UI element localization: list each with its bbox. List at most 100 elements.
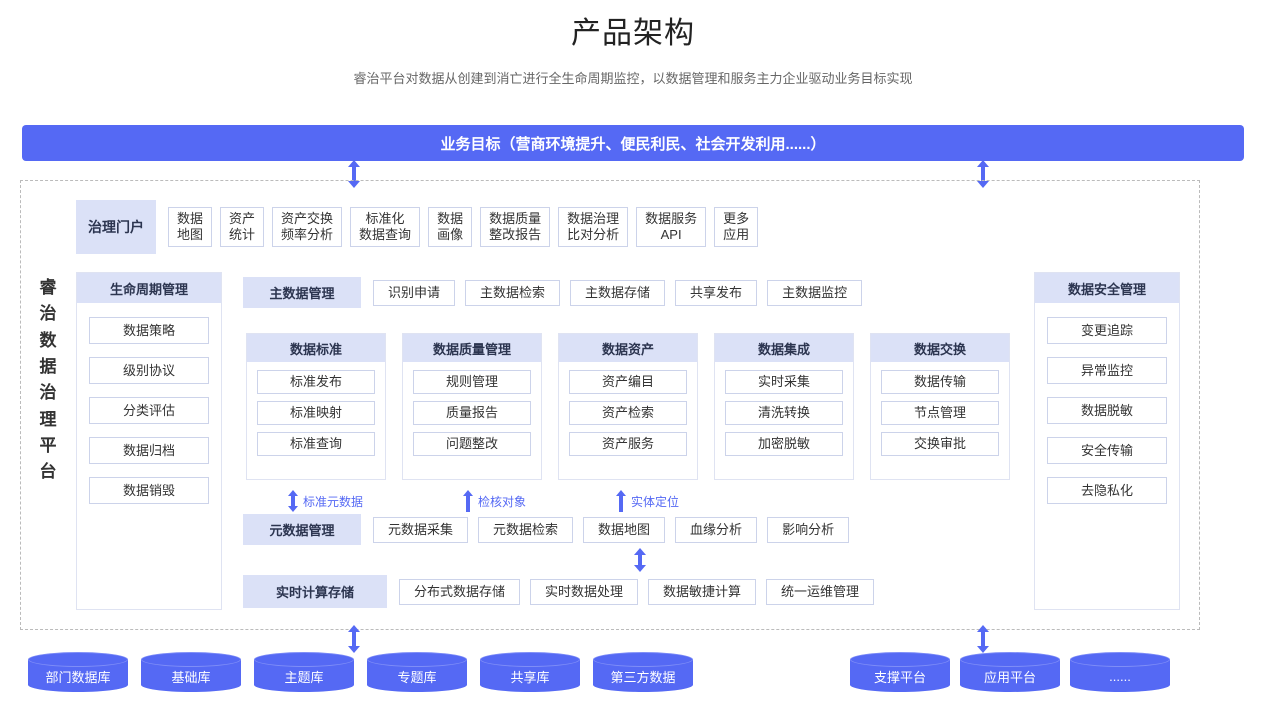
group-head-label: 数据质量管理: [403, 334, 541, 362]
metadata-item[interactable]: 血缘分析: [675, 516, 758, 543]
lifecycle-item[interactable]: 数据销毁: [89, 477, 209, 504]
lifecycle-item-list: 数据策略级别协议分类评估数据归档数据销毁: [77, 303, 221, 514]
security-item[interactable]: 去隐私化: [1047, 477, 1167, 504]
cylinder-top-ellipse: [28, 652, 128, 667]
lifecycle-item[interactable]: 级别协议: [89, 357, 209, 384]
master-data-item[interactable]: 识别申请: [373, 279, 456, 306]
lifecycle-item[interactable]: 数据策略: [89, 317, 209, 344]
connector-arrow-top-right: [977, 160, 989, 188]
flow-label-check-object: 检核对象: [463, 490, 526, 512]
group-item[interactable]: 节点管理: [881, 401, 999, 425]
group-item[interactable]: 标准查询: [257, 432, 375, 456]
security-head-label: 数据安全管理: [1035, 273, 1179, 303]
lifecycle-item[interactable]: 分类评估: [89, 397, 209, 424]
portal-item[interactable]: 数据 画像: [428, 207, 473, 247]
group-item[interactable]: 清洗转换: [725, 401, 843, 425]
database-cylinder[interactable]: 共享库: [480, 652, 580, 696]
portal-item[interactable]: 标准化 数据查询: [350, 207, 421, 247]
cylinder-label: 共享库: [510, 669, 550, 685]
group-item[interactable]: 资产服务: [569, 432, 687, 456]
group-card-data-standard: 数据标准 标准发布标准映射标准查询: [246, 333, 386, 480]
group-item[interactable]: 标准映射: [257, 401, 375, 425]
metadata-item[interactable]: 元数据检索: [478, 516, 574, 543]
group-item[interactable]: 实时采集: [725, 370, 843, 394]
lifecycle-management-column: 生命周期管理 数据策略级别协议分类评估数据归档数据销毁: [76, 272, 222, 610]
compute-item[interactable]: 数据敏捷计算: [648, 578, 757, 605]
cylinder-label: 应用平台: [983, 669, 1036, 685]
group-item[interactable]: 规则管理: [413, 370, 531, 394]
cylinder-top-ellipse: [480, 652, 580, 667]
portal-item[interactable]: 更多 应用: [714, 207, 759, 247]
master-data-item[interactable]: 主数据监控: [767, 279, 863, 306]
flow-arrow-up-icon: [463, 490, 473, 512]
group-item[interactable]: 资产检索: [569, 401, 687, 425]
group-item[interactable]: 加密脱敏: [725, 432, 843, 456]
group-item[interactable]: 问题整改: [413, 432, 531, 456]
cylinder-top-ellipse: [593, 652, 693, 667]
cylinder-label: 基础库: [171, 669, 211, 685]
platform-frame: [20, 180, 1200, 630]
portal-head-label: 治理门户: [76, 200, 156, 254]
page-subtitle: 睿治平台对数据从创建到消亡进行全生命周期监控，以数据管理和服务主力企业驱动业务目…: [353, 71, 913, 86]
cylinder-label: 专题库: [397, 669, 437, 685]
portal-item[interactable]: 数据质量 整改报告: [480, 207, 551, 247]
portal-item[interactable]: 资产交换 频率分析: [272, 207, 343, 247]
portal-item[interactable]: 数据 地图: [168, 207, 213, 247]
security-item[interactable]: 安全传输: [1047, 437, 1167, 464]
group-item[interactable]: 标准发布: [257, 370, 375, 394]
group-item[interactable]: 数据传输: [881, 370, 999, 394]
compute-item[interactable]: 分布式数据存储: [399, 578, 521, 605]
cylinder-top-ellipse: [1070, 652, 1170, 667]
lifecycle-item[interactable]: 数据归档: [89, 437, 209, 464]
connector-arrow-metadata-compute: [634, 548, 646, 572]
database-cylinder[interactable]: 支撑平台: [850, 652, 950, 696]
master-data-row: 主数据管理 识别申请主数据检索主数据存储共享发布主数据监控: [243, 277, 1018, 308]
cylinder-top-ellipse: [960, 652, 1060, 667]
platform-vertical-label: 睿治数据治理平台: [39, 278, 57, 482]
data-security-column: 数据安全管理 变更追踪异常监控数据脱敏安全传输去隐私化: [1034, 272, 1180, 610]
security-item[interactable]: 变更追踪: [1047, 317, 1167, 344]
cylinder-top-ellipse: [850, 652, 950, 667]
flow-arrow-up-icon: [616, 490, 626, 512]
metadata-item[interactable]: 元数据采集: [373, 516, 469, 543]
cylinder-label: 主题库: [284, 669, 324, 685]
lifecycle-head-label: 生命周期管理: [77, 273, 221, 303]
group-item-list: 规则管理质量报告问题整改: [403, 362, 541, 464]
compute-head-label: 实时计算存储: [243, 575, 387, 608]
governance-portal-row: 治理门户 数据 地图资产 统计资产交换 频率分析标准化 数据查询数据 画像数据质…: [76, 200, 1181, 254]
database-cylinder[interactable]: 应用平台: [960, 652, 1060, 696]
database-cylinder[interactable]: ......: [1070, 652, 1170, 696]
master-data-item[interactable]: 主数据存储: [570, 279, 666, 306]
cylinder-label: 部门数据库: [45, 669, 111, 685]
compute-item[interactable]: 统一运维管理: [766, 578, 875, 605]
metadata-item[interactable]: 数据地图: [583, 516, 666, 543]
master-data-item[interactable]: 共享发布: [675, 279, 758, 306]
cylinder-top-ellipse: [367, 652, 467, 667]
flow-label-text: 标准元数据: [303, 494, 364, 509]
security-item[interactable]: 数据脱敏: [1047, 397, 1167, 424]
master-data-item[interactable]: 主数据检索: [465, 279, 561, 306]
group-item-list: 资产编目资产检索资产服务: [559, 362, 697, 464]
database-cylinder[interactable]: 基础库: [141, 652, 241, 696]
security-item[interactable]: 异常监控: [1047, 357, 1167, 384]
portal-item-list: 数据 地图资产 统计资产交换 频率分析标准化 数据查询数据 画像数据质量 整改报…: [156, 207, 759, 247]
portal-item[interactable]: 数据治理 比对分析: [558, 207, 629, 247]
flow-label-entity-location: 实体定位: [616, 490, 679, 512]
portal-item[interactable]: 资产 统计: [220, 207, 265, 247]
database-cylinder[interactable]: 部门数据库: [28, 652, 128, 696]
compute-item[interactable]: 实时数据处理: [530, 578, 639, 605]
business-goal-banner: 业务目标（营商环境提升、便民利民、社会开发利用......）: [22, 125, 1244, 161]
portal-item[interactable]: 数据服务 API: [636, 207, 707, 247]
group-card-data-integration: 数据集成 实时采集清洗转换加密脱敏: [714, 333, 854, 480]
database-cylinder[interactable]: 第三方数据: [593, 652, 693, 696]
group-item[interactable]: 资产编目: [569, 370, 687, 394]
realtime-compute-storage-row: 实时计算存储 分布式数据存储实时数据处理数据敏捷计算统一运维管理: [243, 575, 1018, 608]
group-item[interactable]: 交换审批: [881, 432, 999, 456]
metadata-item[interactable]: 影响分析: [767, 516, 850, 543]
compute-item-list: 分布式数据存储实时数据处理数据敏捷计算统一运维管理: [387, 578, 875, 605]
metadata-management-row: 元数据管理 元数据采集元数据检索数据地图血缘分析影响分析: [243, 514, 1018, 545]
database-cylinder[interactable]: 专题库: [367, 652, 467, 696]
group-item[interactable]: 质量报告: [413, 401, 531, 425]
master-data-head-label: 主数据管理: [243, 277, 361, 308]
database-cylinder[interactable]: 主题库: [254, 652, 354, 696]
